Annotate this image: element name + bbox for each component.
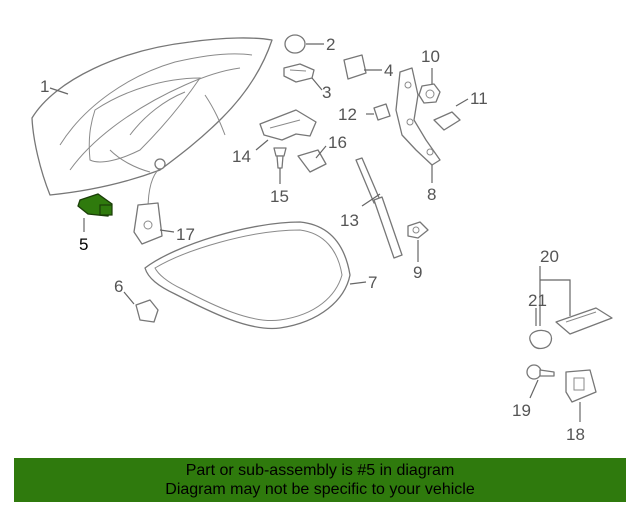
part-17-cable[interactable] — [133, 158, 166, 245]
part-13-strut[interactable] — [355, 157, 403, 259]
callout-3[interactable]: 3 — [322, 83, 331, 102]
part-20-lamp[interactable] — [555, 307, 613, 335]
callout-labels: 1 2 3 4 5 6 7 8 9 10 11 12 13 14 15 16 1… — [40, 35, 585, 444]
part-5-lock-cylinder[interactable] — [77, 193, 113, 217]
callout-2[interactable]: 2 — [326, 35, 335, 54]
callout-16[interactable]: 16 — [328, 133, 347, 152]
callout-18[interactable]: 18 — [566, 425, 585, 444]
part-3-bumper[interactable] — [283, 63, 315, 83]
callout-15[interactable]: 15 — [270, 187, 289, 206]
notice-banner: Part or sub-assembly is #5 in diagram Di… — [14, 458, 626, 502]
callout-1[interactable]: 1 — [40, 77, 49, 96]
part-1-trunk-lid[interactable] — [31, 37, 273, 196]
part-18-striker[interactable] — [565, 369, 597, 403]
callout-20[interactable]: 20 — [540, 247, 559, 266]
part-9-bolt[interactable] — [407, 221, 429, 239]
callout-8[interactable]: 8 — [427, 185, 436, 204]
callout-11[interactable]: 11 — [470, 89, 488, 108]
part-8-hinge[interactable] — [395, 67, 441, 166]
callout-4[interactable]: 4 — [384, 61, 393, 80]
leader-lines — [49, 43, 581, 422]
part-14-latch[interactable] — [259, 109, 317, 141]
banner-line-1: Part or sub-assembly is #5 in diagram — [185, 462, 455, 479]
callout-13[interactable]: 13 — [340, 211, 359, 230]
part-4-pad[interactable] — [343, 54, 367, 80]
part-12-stop[interactable] — [373, 103, 391, 121]
callout-9[interactable]: 9 — [413, 263, 422, 282]
callout-14[interactable]: 14 — [232, 147, 251, 166]
callout-12[interactable]: 12 — [338, 105, 357, 124]
callout-7[interactable]: 7 — [368, 273, 377, 292]
parts-diagram: 1 2 3 4 5 6 7 8 9 10 11 12 13 14 15 16 1… — [31, 34, 613, 444]
part-2-plug[interactable] — [284, 34, 306, 54]
callout-6[interactable]: 6 — [114, 277, 123, 296]
part-16-bracket[interactable] — [297, 149, 327, 173]
part-7-weatherstrip[interactable] — [144, 221, 351, 330]
callout-19[interactable]: 19 — [512, 401, 531, 420]
part-19-screw[interactable] — [526, 364, 555, 380]
callout-17[interactable]: 17 — [176, 225, 195, 244]
part-11-bumper[interactable] — [433, 111, 461, 131]
part-10-nut[interactable] — [418, 83, 441, 104]
callout-10[interactable]: 10 — [421, 47, 440, 66]
banner-line-2: Diagram may not be specific to your vehi… — [165, 481, 475, 498]
callout-21[interactable]: 21 — [528, 291, 547, 310]
part-6-bumper[interactable] — [135, 299, 159, 323]
callout-5[interactable]: 5 — [79, 235, 88, 254]
part-15-screw[interactable] — [273, 147, 287, 169]
part-21-bulb[interactable] — [529, 329, 553, 350]
